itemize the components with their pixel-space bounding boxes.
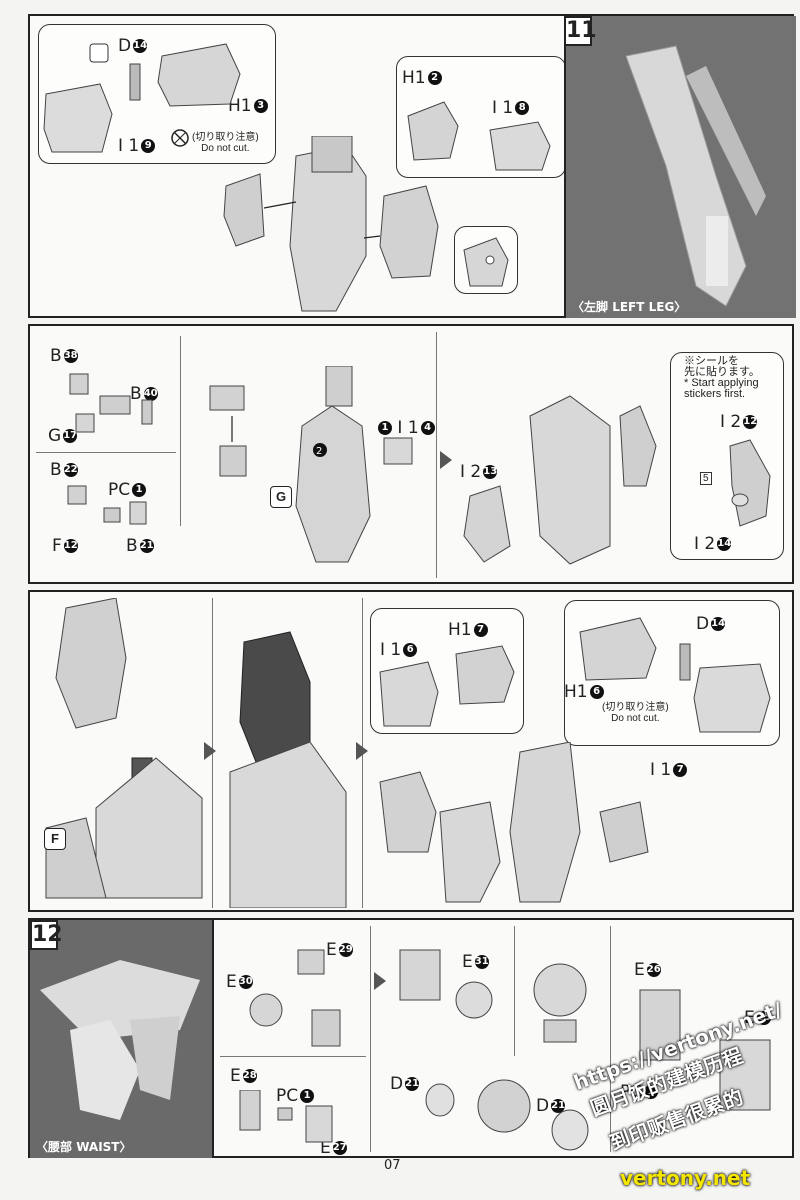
assembly-marker-g: G [270, 486, 292, 508]
assembly-marker-f: F [44, 828, 66, 850]
divider [370, 926, 371, 1152]
divider [436, 332, 437, 578]
step-11-number: 11 [564, 16, 597, 46]
step11-leg-assembly [223, 136, 439, 312]
step12-lower-left-parts [239, 1090, 333, 1143]
do-not-cut-note-row3: (切り取り注意)Do not cut. [602, 702, 669, 724]
divider [36, 452, 176, 453]
row3-assembly-2 [229, 631, 347, 908]
page-number: 07 [384, 1158, 401, 1173]
row3-callout-right-parts [579, 617, 771, 733]
row2-column-2-assembly [209, 385, 247, 477]
step-12-caption: 〈腰部 WAIST〉 [36, 1140, 132, 1154]
no-cut-icon [170, 128, 190, 153]
do-not-cut-note: (切り取り注意)Do not cut. [192, 132, 259, 154]
step11-parts-illustration-left [43, 43, 241, 153]
sticker-number-badge: 5 [700, 472, 712, 485]
row2-parts-lower [67, 485, 147, 525]
row3-main-assembly [379, 742, 649, 903]
sticker-part-illustration [729, 439, 771, 527]
watermark-footer: vertony.net [620, 1166, 751, 1190]
step12-lower-assembly [425, 1079, 589, 1151]
row3-assembly-1 [45, 598, 203, 899]
row3-callout-left-parts [379, 645, 515, 727]
step11-small-part [463, 237, 509, 287]
order-marker-2: 2 [316, 446, 322, 457]
sticker-callout-box [670, 352, 784, 560]
step-12-number: 12 [30, 920, 63, 950]
divider [220, 1056, 366, 1057]
row2-parts-small [69, 373, 153, 433]
sticker-note: ※シールを 先に貼ります。 * Start applying stickers … [684, 355, 760, 400]
flow-arrow [440, 451, 452, 469]
row2-main-assembly: 2 [295, 366, 413, 563]
step12-upper-left-parts [249, 949, 341, 1047]
flow-arrow [356, 742, 368, 760]
step11-parts-illustration-right [407, 101, 551, 171]
divider [514, 926, 515, 1056]
row2-right-assembly [463, 395, 657, 565]
flow-arrow [204, 742, 216, 760]
divider [610, 926, 611, 1152]
step-11-photo: 〈左脚 LEFT LEG〉 [564, 16, 796, 318]
step12-right-parts [639, 989, 771, 1111]
step12-middle-parts [399, 949, 493, 1019]
step12-hip-joint [533, 963, 587, 1043]
divider [180, 336, 181, 526]
step-11-caption: 〈左脚 LEFT LEG〉 [572, 300, 687, 314]
flow-arrow [374, 972, 386, 990]
step-12-photo: 〈腰部 WAIST〉 [30, 920, 214, 1158]
